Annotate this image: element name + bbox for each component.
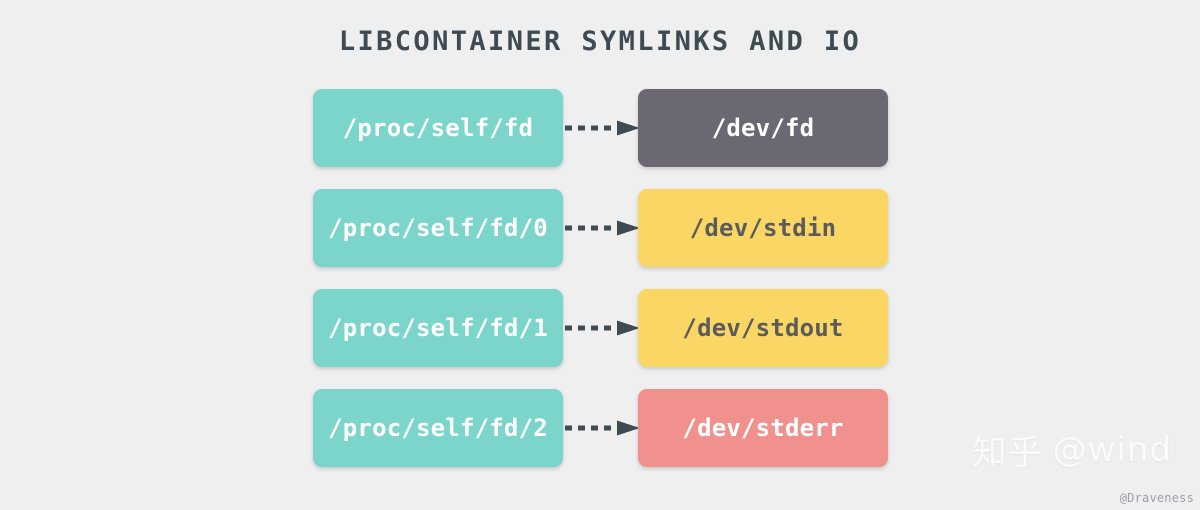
arrow-head-icon [617,420,640,436]
target-node-dev-fd[interactable]: /dev/fd [638,89,888,167]
source-node-proc-self-fd-0[interactable]: /proc/self/fd/0 [313,189,563,267]
watermark: 知乎 @wind [973,425,1172,474]
symlink-arrow [565,219,641,237]
source-node-proc-self-fd-2[interactable]: /proc/self/fd/2 [313,389,563,467]
symlink-arrow [565,319,641,337]
target-node-dev-stdin[interactable]: /dev/stdin [638,189,888,267]
target-node-dev-stderr[interactable]: /dev/stderr [638,389,888,467]
page-title: LIBCONTAINER SYMLINKS AND IO [338,26,862,57]
mapping-row: /proc/self/fd /dev/fd [313,89,888,167]
symlink-arrow [565,119,641,137]
watermark-site-name: 知乎 [972,433,1043,473]
mapping-row: /proc/self/fd/2 /dev/stderr [313,389,888,467]
author-credit: @Draveness [1119,491,1194,505]
source-node-proc-self-fd[interactable]: /proc/self/fd [313,89,563,167]
mapping-row: /proc/self/fd/0 /dev/stdin [313,189,888,267]
source-node-proc-self-fd-1[interactable]: /proc/self/fd/1 [313,289,563,367]
symlink-mapping-list: /proc/self/fd /dev/fd /proc/self/fd/0 /d… [313,89,888,467]
watermark-username: @wind [1052,429,1172,470]
target-node-dev-stdout[interactable]: /dev/stdout [638,289,888,367]
symlink-arrow [565,419,641,437]
arrow-head-icon [617,120,640,136]
arrow-head-icon [617,320,640,336]
arrow-head-icon [617,220,640,236]
mapping-row: /proc/self/fd/1 /dev/stdout [313,289,888,367]
